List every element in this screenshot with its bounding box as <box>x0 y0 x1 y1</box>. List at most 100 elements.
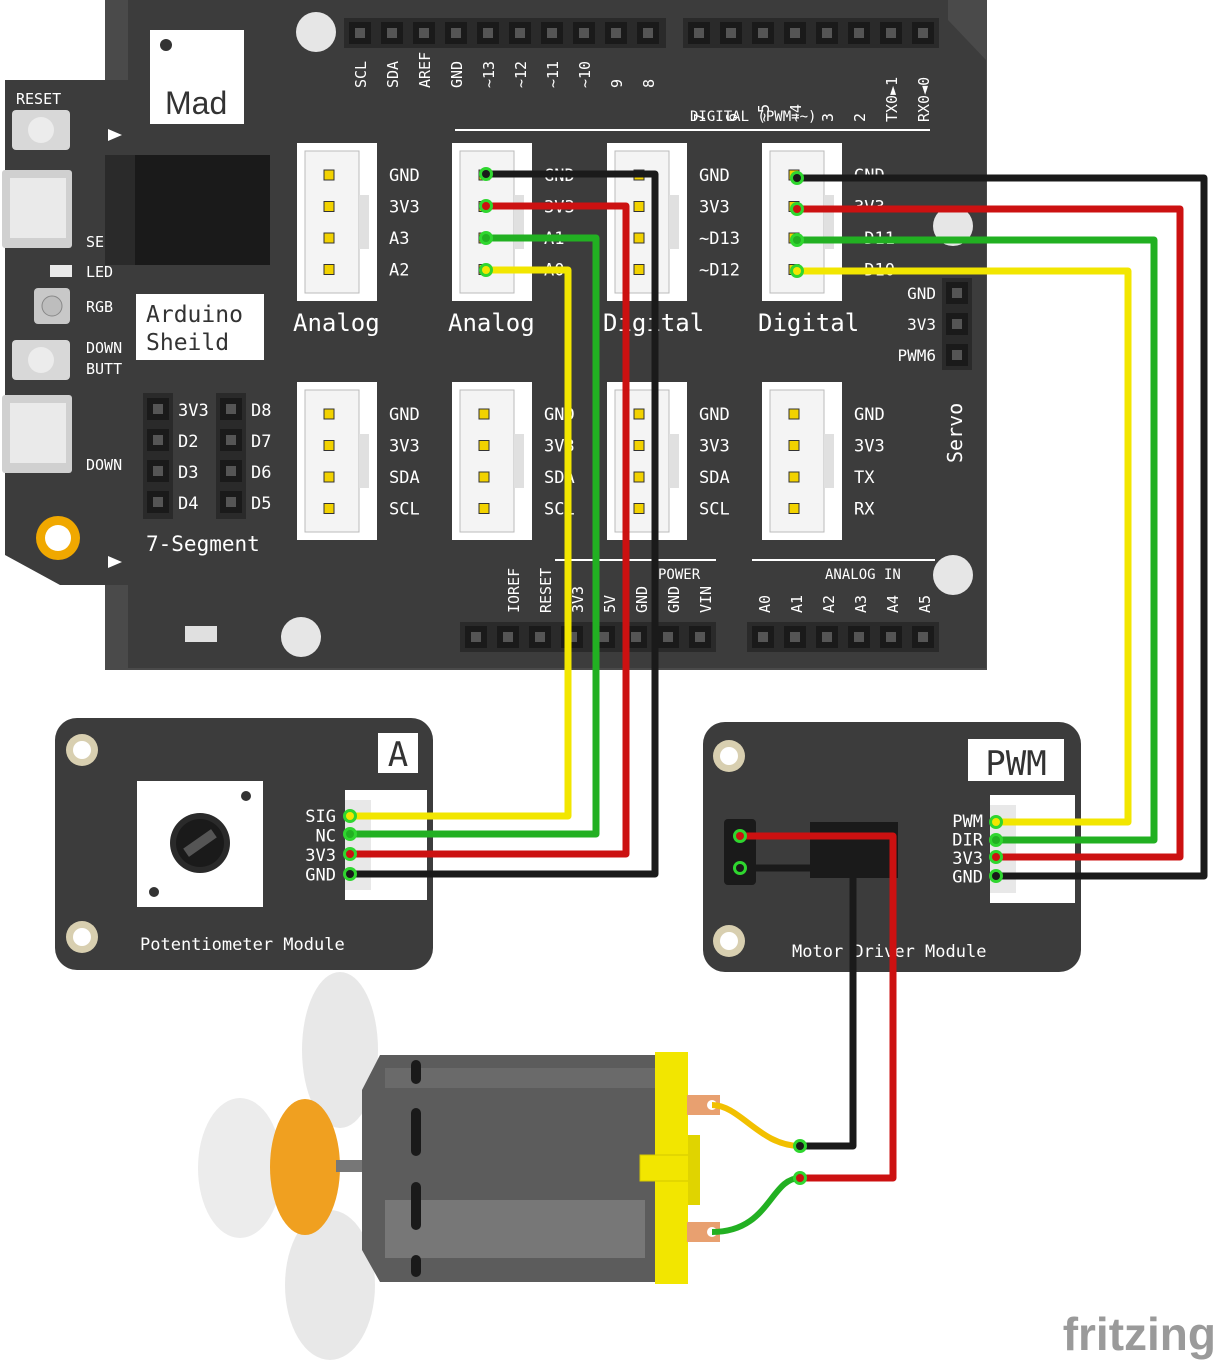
grove-pin <box>633 232 645 244</box>
wire-pot-sig[interactable] <box>350 266 572 820</box>
header-pin-hole <box>822 28 832 38</box>
grove-connector-latch <box>669 195 679 249</box>
wire-driver-pwm[interactable] <box>797 267 1132 826</box>
analog-pin-label: A5 <box>916 595 934 613</box>
header-pin-hole <box>547 28 557 38</box>
grove-pin-label: GND <box>699 166 730 186</box>
grove-connector-title: Digital <box>758 309 859 337</box>
grove-connector-latch <box>359 434 369 488</box>
power-pin-label: IOREF <box>505 568 523 613</box>
wire-driver-gnd[interactable] <box>797 174 1208 880</box>
driver-badge: PWM <box>985 744 1046 784</box>
grove-pin <box>478 503 490 514</box>
reset-label: RESET <box>16 90 61 108</box>
seg-pin-label: D2 <box>178 432 198 452</box>
seg-pin-label: 3V3 <box>178 401 209 421</box>
wire-driver-dir[interactable] <box>797 236 1158 844</box>
power-header-pin-hole <box>503 632 513 642</box>
seg-pin-label: D5 <box>251 494 271 514</box>
mad-logo-text: Mad <box>165 85 227 121</box>
motor-brush-holder <box>639 1154 693 1182</box>
header-pin-hole <box>726 28 736 38</box>
header-pin-hole <box>579 28 589 38</box>
motor-slot <box>411 1060 421 1084</box>
grove-pin-label: SDA <box>389 468 420 488</box>
arduino-shield: RESET SE LED RGB DOWN BUTT DOWN Mad Ardu… <box>2 0 987 670</box>
grove-pin-label: GND <box>699 405 730 425</box>
wire-driver-3v3[interactable] <box>797 205 1184 861</box>
analog-pin-label: A1 <box>788 595 806 613</box>
motor-slot <box>411 1108 421 1156</box>
wire-end-core <box>992 818 1000 826</box>
header-pin-label: SDA <box>384 61 402 88</box>
mounting-hole-inner <box>73 741 91 759</box>
wire-end-core <box>793 174 801 182</box>
header-pin-label: 2 <box>851 113 869 122</box>
grove-pin <box>323 503 335 514</box>
header-pin-hole <box>483 28 493 38</box>
header-pin-hole <box>355 28 365 38</box>
power-header-pin-hole <box>471 632 481 642</box>
mounting-hole <box>281 617 321 657</box>
header-pin-hole <box>611 28 621 38</box>
grove-pin-label: 3V3 <box>389 198 420 218</box>
analog-pin-label: A4 <box>884 595 902 613</box>
power-pin-label: VIN <box>697 586 715 613</box>
wire-end-core <box>736 832 744 840</box>
power-header-pin-hole <box>567 632 577 642</box>
driver-pin-label: PWM <box>952 812 983 832</box>
seg-pin-hole <box>153 435 163 445</box>
propeller-hub <box>270 1099 340 1235</box>
grove-connector-latch <box>514 434 524 488</box>
header-pin-hole <box>790 28 800 38</box>
seg-pin-hole <box>153 404 163 414</box>
seg-pin-label: D3 <box>178 463 198 483</box>
header-pin-label: ~11 <box>544 61 562 88</box>
power-header-pin-hole <box>631 632 641 642</box>
seg-pin-hole <box>226 404 236 414</box>
analog-header-pin-hole <box>918 632 928 642</box>
analog-pin-label: A2 <box>820 595 838 613</box>
wire-end-core <box>482 234 490 242</box>
wire-motor-black[interactable] <box>740 864 857 1150</box>
wire-pot-nc[interactable] <box>350 234 600 838</box>
motor-terminal-bottom <box>687 1222 720 1242</box>
grove-pin <box>323 408 335 420</box>
grove-connector-latch <box>514 195 524 249</box>
header-pin-hole <box>758 28 768 38</box>
servo-pin-hole <box>952 319 962 329</box>
grove-pin-label: 3V3 <box>389 437 420 457</box>
mad-logo-dot <box>160 39 172 51</box>
wire-end-core <box>482 266 490 274</box>
grove-pin <box>633 471 645 483</box>
power-pin-label: 3V3 <box>569 586 587 613</box>
grove-connectors-bottom: GND3V3SDASCLGND3V3SDASCLGND3V3SDASCLGND3… <box>297 382 885 540</box>
grove-connector-latch <box>359 195 369 249</box>
propeller-blade <box>302 972 378 1128</box>
header-pin-hole <box>515 28 525 38</box>
wire-pot-3v3[interactable] <box>350 202 630 858</box>
grove-pin <box>323 169 335 181</box>
header-pin-label: GND <box>448 61 466 88</box>
servo-pin-hole <box>952 288 962 298</box>
analog-header-pin-hole <box>886 632 896 642</box>
header-pin-hole <box>451 28 461 38</box>
wire-end-core <box>346 830 354 838</box>
motor-slot <box>411 1255 421 1277</box>
header-pin-label: ~5 <box>755 104 773 122</box>
wire-motor-red[interactable] <box>740 832 897 1182</box>
digital-header-title: DIGITAL (PWM=~) <box>690 109 816 125</box>
seg-pin-label: D7 <box>251 432 271 452</box>
shield-name-line2: Sheild <box>146 330 229 356</box>
wire-end-core <box>992 872 1000 880</box>
grove-pin <box>478 408 490 420</box>
side-label-butt: BUTT <box>86 360 122 378</box>
grove-pin-label: SDA <box>699 468 730 488</box>
header-pin-label: TX0►1 <box>883 77 901 122</box>
grove-pin-label: SCL <box>389 500 420 520</box>
wire-end-core <box>346 850 354 858</box>
seg-pin-hole <box>226 466 236 476</box>
wire-pot-gnd[interactable] <box>350 170 659 878</box>
